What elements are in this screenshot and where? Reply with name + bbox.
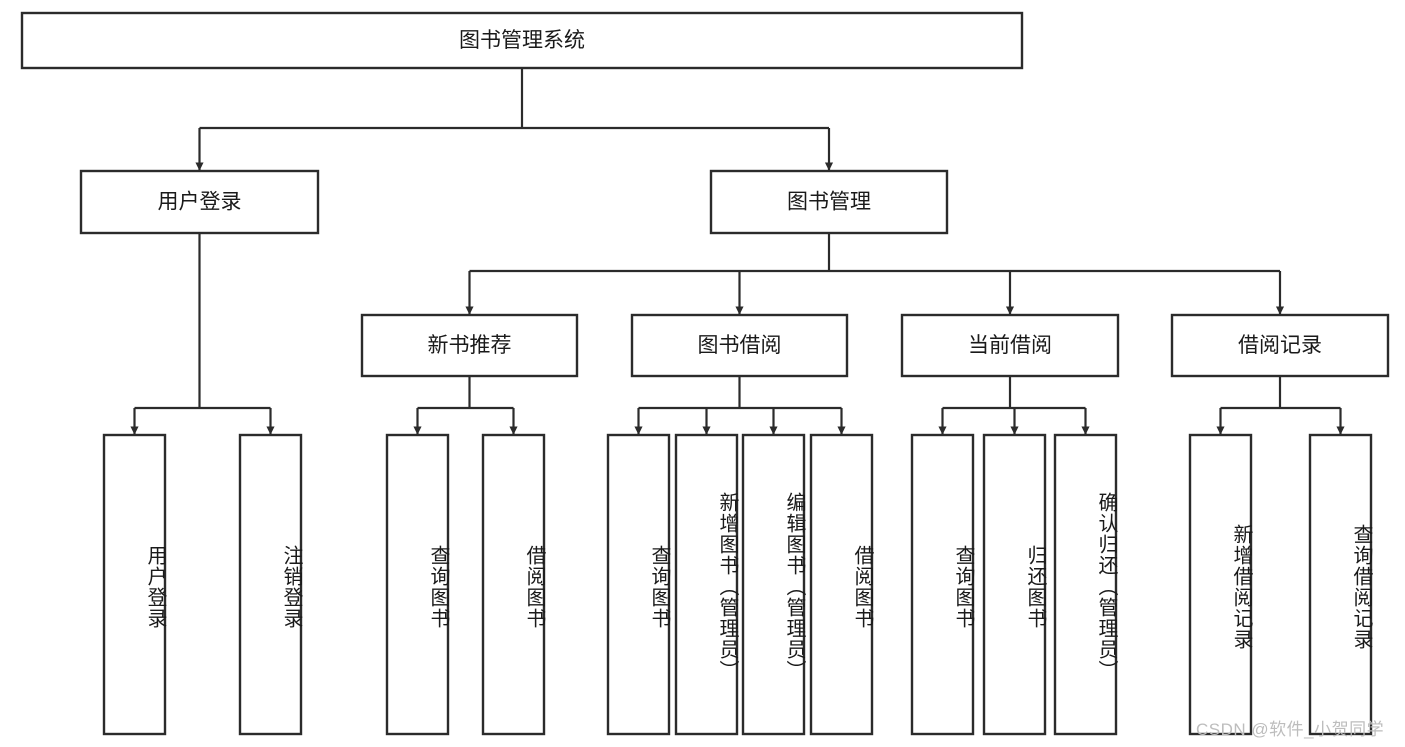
node-box-book-borrow[interactable] bbox=[630, 313, 849, 378]
node-box-query-book-2[interactable] bbox=[606, 433, 671, 736]
node-box-edit-book-admin[interactable] bbox=[741, 433, 806, 736]
node-box-add-borrow-record[interactable] bbox=[1188, 433, 1253, 736]
node-box-user-login[interactable] bbox=[79, 169, 320, 235]
node-box-borrow-record[interactable] bbox=[1170, 313, 1390, 378]
node-box-query-book-3[interactable] bbox=[910, 433, 975, 736]
node-box-user-login-do[interactable] bbox=[102, 433, 167, 736]
node-box-borrow-book-2[interactable] bbox=[809, 433, 874, 736]
node-box-query-book-1[interactable] bbox=[385, 433, 450, 736]
node-box-add-book-admin[interactable] bbox=[674, 433, 739, 736]
node-box-new-book-recommend[interactable] bbox=[360, 313, 579, 378]
node-label-new-book-recommend: 新书推荐 bbox=[428, 334, 512, 357]
node-label-root: 图书管理系统 bbox=[459, 29, 585, 52]
node-label-book-management: 图书管理 bbox=[787, 191, 871, 214]
node-label-user-login: 用户登录 bbox=[158, 191, 242, 214]
node-label-book-borrow: 图书借阅 bbox=[698, 334, 782, 357]
node-label-borrow-record: 借阅记录 bbox=[1238, 334, 1322, 357]
node-box-user-logout[interactable] bbox=[238, 433, 303, 736]
node-box-root[interactable] bbox=[20, 11, 1024, 70]
node-box-confirm-return-admin[interactable] bbox=[1053, 433, 1118, 736]
node-box-query-borrow-record[interactable] bbox=[1308, 433, 1373, 736]
node-box-return-book[interactable] bbox=[982, 433, 1047, 736]
node-box-book-management[interactable] bbox=[709, 169, 949, 235]
node-box-borrow-book-1[interactable] bbox=[481, 433, 546, 736]
connector-layer bbox=[130, 68, 1345, 435]
node-label-current-borrow: 当前借阅 bbox=[968, 334, 1052, 357]
node-box-current-borrow[interactable] bbox=[900, 313, 1120, 378]
watermark: CSDN @软件_小贺同学 bbox=[1196, 720, 1385, 739]
box-layer bbox=[20, 11, 1390, 736]
